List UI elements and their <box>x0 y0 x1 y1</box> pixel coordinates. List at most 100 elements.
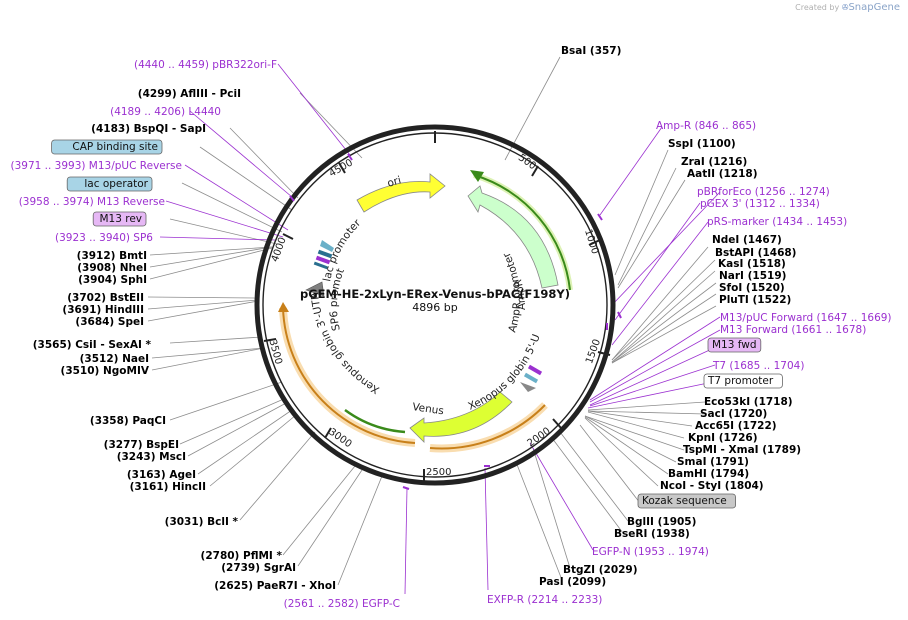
plasmid-name: pGEM-HE-2xLyn-ERex-Venus-bPAC(F198Y) <box>300 287 570 301</box>
left-label-box-lac-operator <box>66 176 153 192</box>
right-label-box-t7-promoter <box>703 373 783 389</box>
ampr-feature <box>467 185 559 289</box>
right-label-ndei-1467: NdeI (1467) <box>712 234 782 246</box>
right-label-m13-fwd: M13 fwd <box>712 339 757 351</box>
ampr-label: AmpR <box>512 278 528 310</box>
right-label-acc65i-1722: Acc65I (1722) <box>695 420 777 432</box>
right-labels: BsaI (357) Amp-R (846 .. 865) SspI (1100) Z… <box>487 45 892 606</box>
left-label-lac-operator: lac operator <box>84 178 148 190</box>
left-label-2780-pflmi: (2780) PflMI * <box>201 550 283 562</box>
left-label-3277-bspei: (3277) BspEI <box>104 439 179 451</box>
right-label-pasi-2099: PasI (2099) <box>539 576 606 588</box>
right-label-egfp-n-1953-1974: EGFP-N (1953 .. 1974) <box>592 546 709 558</box>
primer-leaders <box>159 63 721 595</box>
right-label-zrai-1216: ZraI (1216) <box>681 156 747 168</box>
right-label-m13-puc-forward-1647-1669: M13/pUC Forward (1647 .. 1669) <box>720 312 892 324</box>
m13-rev-marker <box>315 255 331 265</box>
left-label-3958-3974-m13-reverse: (3958 .. 3974) M13 Reverse <box>19 196 165 208</box>
kozak-marker <box>520 382 536 392</box>
left-label-3923-3940-sp6: (3923 .. 3940) SP6 <box>55 232 153 244</box>
venus-label: Venus <box>412 401 445 417</box>
left-label-4440-4459-pbr322ori-f: (4440 .. 4459) pBR322ori-F <box>134 59 277 71</box>
left-label-2625-paer7i-xhoi: (2625) PaeR7I - XhoI <box>214 580 336 592</box>
right-label-box-m13-fwd <box>707 337 762 353</box>
tick-marks <box>263 131 611 481</box>
right-label-kpni-1726: KpnI (1726) <box>688 432 758 444</box>
right-label-bstapi-1468: BstAPI (1468) <box>715 247 796 259</box>
left-label-box-m13-rev <box>92 211 147 227</box>
right-label-pluti-1522: PluTI (1522) <box>719 294 791 306</box>
right-label-nari-1519: NarI (1519) <box>719 270 786 282</box>
left-label-cap-binding-site: CAP binding site <box>72 141 158 153</box>
right-label-bglii-1905: BglII (1905) <box>627 516 696 528</box>
ori-feature <box>356 173 446 213</box>
right-label-box-kozak-sequence <box>637 493 736 509</box>
right-label-bamhi-1794: BamHI (1794) <box>668 468 749 480</box>
left-label-3161-hincii: (3161) HincII <box>130 481 206 493</box>
left-label-3904-sphi: (3904) SphI <box>78 274 147 286</box>
t7-promoter-marker <box>523 372 539 384</box>
left-label-3243-msci: (3243) MscI <box>117 451 186 463</box>
lac-promoter-feature <box>320 240 334 252</box>
left-label-3163-agei: (3163) AgeI <box>127 469 196 481</box>
right-label-bseri-1938: BseRI (1938) <box>614 528 690 540</box>
left-label-box-cap-binding-site <box>51 139 163 155</box>
right-label-sspi-1100: SspI (1100) <box>668 138 736 150</box>
tick-2000: 2000 <box>526 426 553 450</box>
xenopus-3utr-arrowhead <box>278 302 289 312</box>
plasmid-size: 4896 bp <box>412 301 457 314</box>
snapgene-brand: SnapGene <box>848 2 900 13</box>
right-label-bsai-357: BsaI (357) <box>561 45 621 57</box>
left-label-3908-nhei: (3908) NheI <box>77 262 147 274</box>
left-label-4183-bspqi-sapi: (4183) BspQI - SapI <box>91 123 206 135</box>
plasmid-backbone <box>254 124 616 486</box>
right-label-smai-1791: SmaI (1791) <box>677 456 749 468</box>
left-label-3565-csii-sexai: (3565) CsiI - SexAI * <box>33 339 152 351</box>
tick-2500: 2500 <box>426 467 451 478</box>
right-label-sfoi-1520: SfoI (1520) <box>719 282 785 294</box>
m13-fwd-marker <box>527 364 543 376</box>
xenopus-3utr-arc-core <box>282 307 416 444</box>
right-label-exfp-r-2214-2233: EXFP-R (2214 .. 2233) <box>487 594 602 606</box>
left-label-m13-rev: M13 rev <box>99 213 142 225</box>
left-label-3912-bmti: (3912) BmtI <box>77 250 147 262</box>
left-label-3031-bcli: (3031) BclI * <box>165 516 239 528</box>
lac-operator-marker <box>313 261 328 270</box>
left-label-2739-sgrai: (2739) SgrAI <box>221 562 296 574</box>
venus-feature <box>409 391 513 443</box>
ampr-promoter-arc-core <box>473 174 571 291</box>
right-label-aatii-1218: AatII (1218) <box>687 168 758 180</box>
snapgene-logo-icon: ✇ <box>841 3 849 12</box>
venus-underline-arc <box>344 408 406 434</box>
left-label-3971-3993-m13-puc-reverse: (3971 .. 3993) M13/pUC Reverse <box>10 160 182 172</box>
right-label-t7-promoter: T7 promoter <box>707 375 774 387</box>
left-label-4299-afliii-pcii: (4299) AflIII - PciI <box>138 88 241 100</box>
primer-ticks <box>289 153 622 490</box>
right-label-t7-1685-1704: T7 (1685 .. 1704) <box>712 360 804 372</box>
snapgene-credit: Created by ✇SnapGene <box>795 2 900 13</box>
right-label-saci-1720: SacI (1720) <box>700 408 767 420</box>
right-label-prs-marker-1434-1453: pRS-marker (1434 .. 1453) <box>707 216 847 228</box>
left-label-3358-paqci: (3358) PaqCI <box>90 415 166 427</box>
leader-lines <box>147 56 717 586</box>
ampr-promoter-arrowhead <box>470 170 484 182</box>
right-label-kozak-sequence: Kozak sequence <box>642 495 727 507</box>
left-label-4189-4206-l4440: (4189 .. 4206) L4440 <box>110 106 221 118</box>
xenopus-5utr-arc-core <box>429 404 546 450</box>
cap-site-marker <box>317 249 333 259</box>
right-label-pbrforeco-1256-1274: pBRforEco (1256 .. 1274) <box>697 186 830 198</box>
left-label-2561-2582-egfp-c: (2561 .. 2582) EGFP-C <box>284 598 400 610</box>
ori-label: ori <box>386 174 403 189</box>
left-label-3512-naei: (3512) NaeI <box>80 353 149 365</box>
left-label-3702-bsteii: (3702) BstEII <box>67 292 144 304</box>
right-label-amp-r-846-865: Amp-R (846 .. 865) <box>656 120 756 132</box>
left-label-3691-hindiii: (3691) HindIII <box>62 304 144 316</box>
right-label-ncoi-styi-1804: NcoI - StyI (1804) <box>660 480 764 492</box>
right-label-m13-forward-1661-1678: M13 Forward (1661 .. 1678) <box>720 324 866 336</box>
right-label-tspmi-xmai-1789: TspMI - XmaI (1789) <box>683 444 801 456</box>
created-by-text: Created by <box>795 3 840 12</box>
left-labels: (4440 .. 4459) pBR322ori-F (4299) AflIII … <box>10 59 400 610</box>
left-label-3684-spei: (3684) SpeI <box>75 316 144 328</box>
xenopus-3utr-label: Xenopus globin 3'-UTR <box>309 292 381 396</box>
